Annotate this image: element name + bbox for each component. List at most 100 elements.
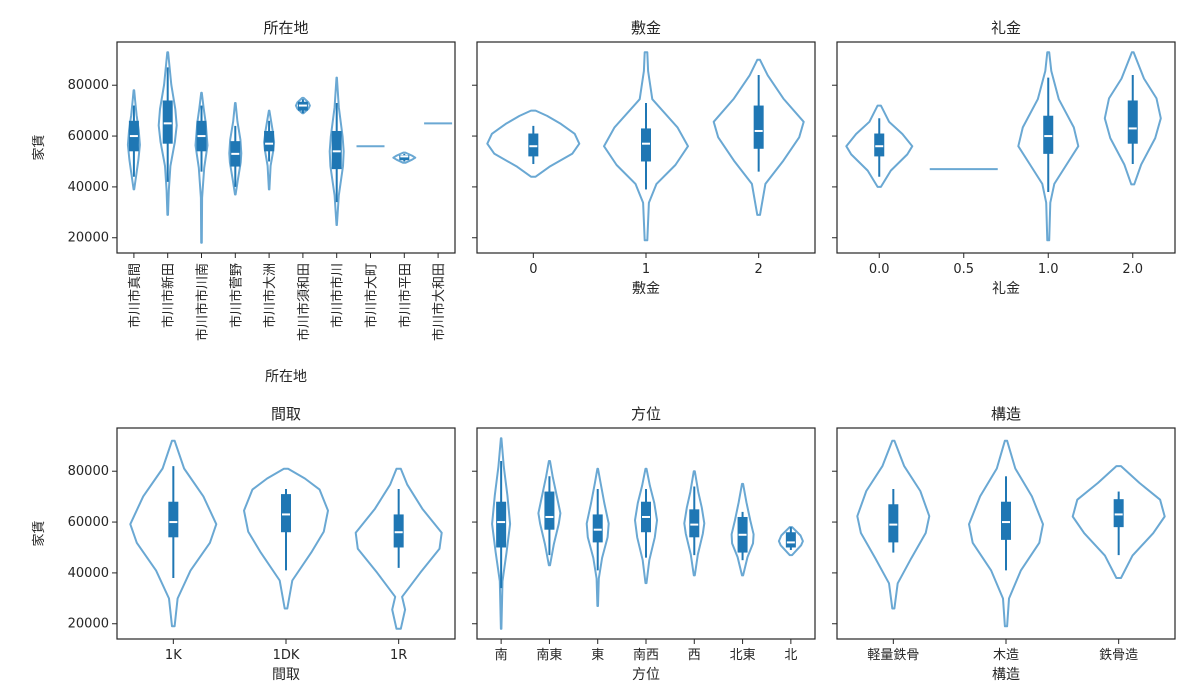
violin-box	[331, 130, 342, 170]
violin-2	[354, 467, 443, 630]
violin-8	[392, 151, 417, 164]
chart-panel-5: 軽量鉄骨木造鉄骨造構造構造	[832, 405, 1176, 683]
y-axis-label: 家賃	[31, 134, 47, 160]
x-tick-label: 2	[755, 262, 763, 277]
x-tick-label: 市川市須和田	[296, 263, 312, 341]
violin-4	[263, 109, 276, 191]
panel-title: 礼金	[991, 19, 1021, 37]
x-axis-label: 間取	[272, 667, 300, 683]
violin-box	[641, 128, 651, 162]
x-axis-label: 構造	[992, 667, 1020, 683]
y-tick-label: 20000	[68, 231, 109, 246]
y-tick-label: 40000	[68, 566, 109, 581]
violin-1	[537, 460, 562, 567]
x-axis-label: 礼金	[992, 281, 1020, 297]
panel-title: 所在地	[263, 19, 308, 37]
y-tick-label: 40000	[68, 180, 109, 195]
x-tick-label: 市川市大和田	[431, 263, 447, 341]
x-tick-label: 2.0	[1122, 262, 1143, 277]
violin-0	[845, 104, 914, 188]
violin-2	[1071, 465, 1166, 579]
violin-1	[603, 51, 689, 242]
x-tick-label: 南西	[633, 647, 659, 663]
panel-frame	[116, 41, 456, 254]
violin-box	[1043, 115, 1054, 154]
violin-body	[712, 58, 805, 216]
violin-body	[777, 526, 804, 557]
violin-0	[126, 89, 141, 191]
violin-body	[603, 51, 689, 242]
violin-body	[157, 51, 178, 216]
chart-panel-0: 20000400006000080000市川市真間市川市新田市川市市川南市川市菅…	[31, 19, 456, 385]
violin-6	[328, 76, 345, 226]
violin-body	[634, 467, 658, 585]
x-tick-label: 市川市真間	[127, 263, 143, 328]
violin-body	[1071, 465, 1166, 579]
violin-box	[496, 501, 507, 548]
x-tick-label: 市川市大洲	[262, 263, 278, 328]
x-tick-label: 1K	[165, 648, 182, 663]
violin-box	[264, 130, 275, 152]
x-tick-label: 東	[591, 647, 604, 663]
x-tick-label: 南	[495, 647, 508, 663]
violin-box	[785, 532, 796, 548]
violin-0	[856, 439, 931, 610]
violin-body	[328, 76, 345, 226]
x-tick-label: 0.5	[953, 262, 974, 277]
violin-box	[393, 514, 404, 548]
violin-body	[486, 109, 581, 178]
x-tick-label: 市川市大町	[364, 263, 380, 328]
violin-body	[126, 89, 141, 191]
violin-box	[281, 494, 291, 533]
violin-2	[585, 467, 610, 607]
violin-box	[544, 491, 555, 530]
x-tick-label: 0	[529, 262, 537, 277]
violin-body	[1017, 51, 1080, 242]
x-tick-label: 北	[784, 648, 797, 663]
violin-3	[228, 102, 243, 196]
violin-box	[888, 504, 899, 543]
x-tick-label: 市川市平田	[397, 263, 413, 328]
x-axis-label: 所在地	[265, 369, 307, 385]
chart-panel-4: 南南東東南西西北東北方位方位	[472, 405, 816, 683]
x-tick-label: 1.0	[1038, 262, 1059, 277]
violin-body	[491, 437, 512, 630]
y-tick-label: 60000	[68, 515, 109, 530]
violin-box	[162, 100, 173, 144]
x-tick-label: 1R	[390, 648, 407, 663]
x-axis-label: 敷金	[632, 281, 660, 297]
x-tick-label: 木造	[993, 648, 1019, 663]
violin-0	[486, 109, 581, 178]
violin-1	[243, 467, 329, 610]
violin-4	[683, 470, 706, 577]
panel-title: 構造	[991, 405, 1021, 423]
panel-frame	[836, 41, 1176, 254]
violin-body	[856, 439, 931, 610]
violin-body	[1103, 51, 1162, 186]
violin-body	[129, 439, 218, 628]
violin-body	[683, 470, 706, 577]
x-tick-label: 市川市市川南	[195, 263, 211, 341]
violin-3	[1103, 51, 1162, 186]
x-tick-label: 西	[688, 648, 701, 663]
violin-body	[730, 482, 755, 577]
violin-box	[753, 105, 764, 149]
x-tick-label: 鉄骨造	[1099, 648, 1138, 663]
y-tick-label: 20000	[68, 617, 109, 632]
violin-box	[168, 501, 179, 538]
violin-5	[730, 482, 755, 577]
violin-box	[689, 509, 700, 538]
violin-2	[194, 91, 209, 244]
panel-title: 間取	[271, 405, 301, 423]
y-axis-label: 家賃	[31, 520, 47, 546]
violin-body	[585, 467, 610, 607]
x-tick-label: 市川市市川	[330, 263, 346, 328]
violin-body	[392, 151, 417, 164]
x-tick-label: 1	[642, 262, 650, 277]
violin-body	[968, 439, 1044, 628]
x-tick-label: 市川市菅野	[228, 263, 244, 328]
